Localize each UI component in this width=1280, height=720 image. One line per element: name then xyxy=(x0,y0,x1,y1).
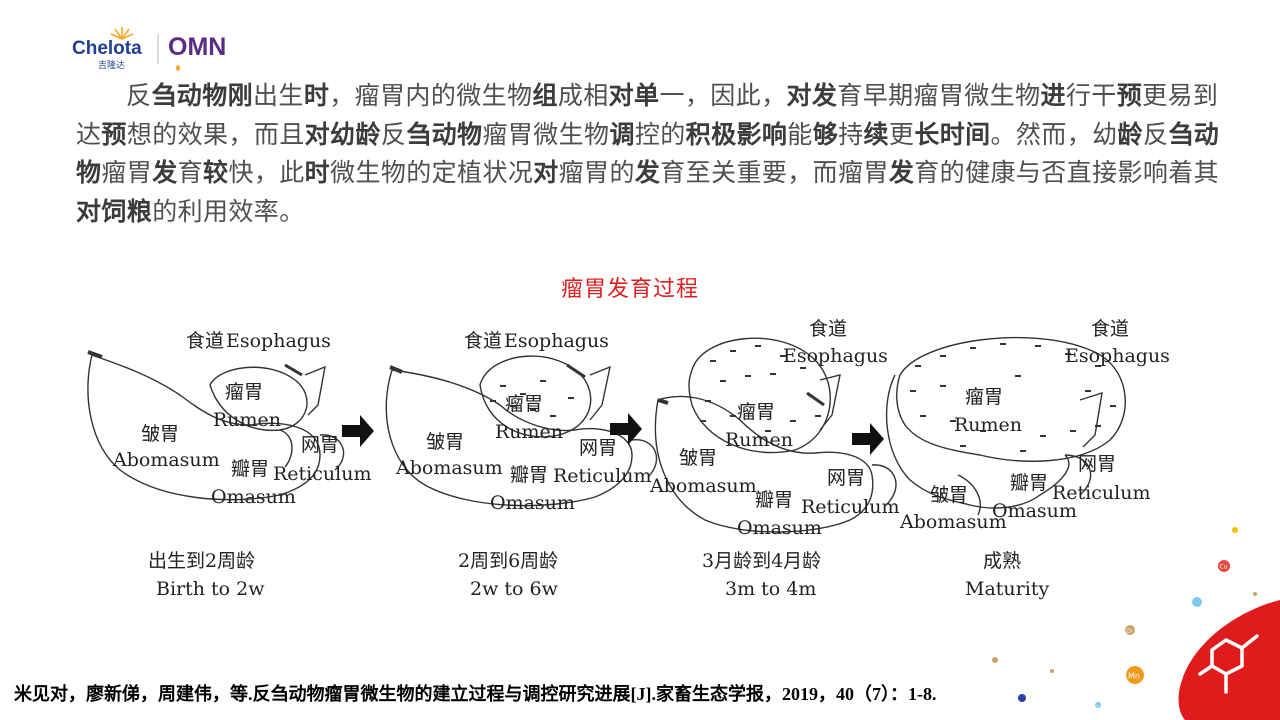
label-omasum-cn: 瓣胃 xyxy=(231,458,269,480)
label-esophagus-cn: 食道 xyxy=(186,330,224,352)
label-rumen-cn: 瘤胃 xyxy=(225,381,263,403)
label-omasum-en: Omasum xyxy=(737,517,822,539)
label-age-en: 3m to 4m xyxy=(725,578,816,600)
label-age-cn: 3月龄到4月龄 xyxy=(702,550,821,572)
label-age-cn: 出生到2周龄 xyxy=(148,550,255,572)
intro-paragraph: 反刍动物刚出生时，瘤胃内的微生物组成相对单一，因此，对发育早期瘤胃微生物进行干预… xyxy=(76,77,1236,231)
label-rumen-cn: 瘤胃 xyxy=(965,386,1003,408)
label-omasum-cn: 瓣胃 xyxy=(1010,472,1048,494)
manganese-symbol: Mn xyxy=(1128,672,1140,681)
label-omasum-cn: 瓣胃 xyxy=(755,489,793,511)
corner-decoration: Cu Zn Mn Fe xyxy=(970,510,1280,720)
label-age-en: Birth to 2w xyxy=(156,578,265,600)
label-reticulum-en: Reticulum xyxy=(273,463,371,485)
label-esophagus-cn: 食道 xyxy=(1091,318,1129,340)
arrow-right-icon xyxy=(852,423,884,455)
label-rumen-en: Rumen xyxy=(725,429,793,451)
label-esophagus-en: Esophagus xyxy=(504,330,609,352)
label-omasum-en: Omasum xyxy=(211,486,296,508)
label-abomasum-en: Abomasum xyxy=(649,475,757,497)
brand-logo: Chelota 吉隆达 OMN xyxy=(70,24,250,74)
label-rumen-en: Rumen xyxy=(495,421,563,443)
label-rumen-cn: 瘤胃 xyxy=(737,401,775,423)
copper-symbol: Cu xyxy=(1220,564,1228,571)
corner-shape xyxy=(1179,600,1280,720)
citation: 米见对，廖新俤，周建伟，等.反刍动物瘤胃微生物的建立过程与调控研究进展[J].家… xyxy=(14,680,936,706)
label-rumen-en: Rumen xyxy=(954,414,1022,436)
brand-cn: 吉隆达 xyxy=(98,59,125,71)
partner-name: OMN xyxy=(168,33,226,61)
partner-drop-icon xyxy=(176,65,180,71)
label-esophagus-en: Esophagus xyxy=(783,345,888,367)
label-reticulum-cn: 网胃 xyxy=(579,437,617,459)
label-reticulum-en: Reticulum xyxy=(553,465,651,487)
label-age-en: 2w to 6w xyxy=(470,578,559,600)
diagram-title: 瘤胃发育过程 xyxy=(0,271,1260,303)
iron-symbol: Fe xyxy=(1096,704,1100,708)
label-abomasum-cn: 皱胃 xyxy=(930,484,968,506)
label-abomasum-en: Abomasum xyxy=(395,457,503,479)
label-abomasum-cn: 皱胃 xyxy=(426,431,464,453)
label-abomasum-cn: 皱胃 xyxy=(141,423,179,445)
label-esophagus-cn: 食道 xyxy=(464,330,502,352)
label-esophagus-en: Esophagus xyxy=(226,330,331,352)
label-rumen-en: Rumen xyxy=(213,409,281,431)
label-age-cn: 2周到6周龄 xyxy=(458,550,558,572)
label-reticulum-cn: 网胃 xyxy=(1078,453,1116,475)
label-reticulum-en: Reticulum xyxy=(801,496,899,518)
label-esophagus-cn: 食道 xyxy=(809,318,847,340)
label-esophagus-en: Esophagus xyxy=(1065,345,1170,367)
arrow-right-icon xyxy=(342,415,374,447)
label-abomasum-en: Abomasum xyxy=(112,449,220,471)
brand-name: Chelota xyxy=(72,38,142,59)
label-rumen-cn: 瘤胃 xyxy=(505,393,543,415)
label-reticulum-cn: 网胃 xyxy=(301,434,339,456)
label-reticulum-cn: 网胃 xyxy=(827,467,865,489)
zinc-symbol: Zn xyxy=(1126,629,1133,635)
label-omasum-cn: 瓣胃 xyxy=(510,464,548,486)
label-abomasum-cn: 皱胃 xyxy=(679,447,717,469)
label-omasum-en: Omasum xyxy=(490,492,575,514)
